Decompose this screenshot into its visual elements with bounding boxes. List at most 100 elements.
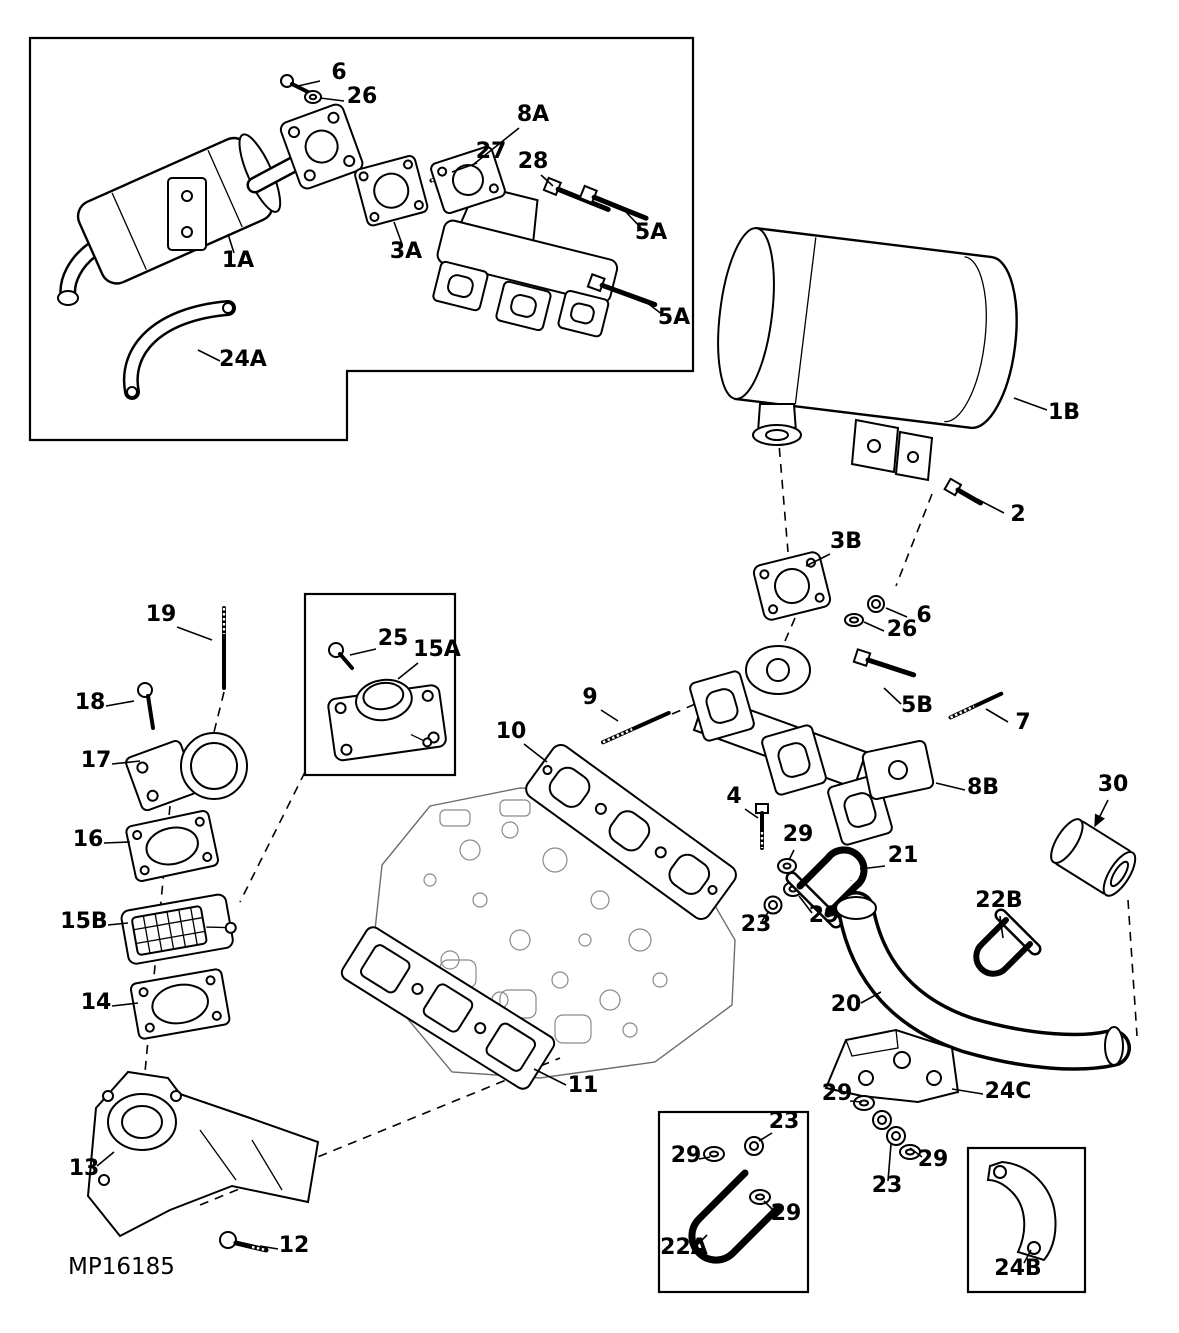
leader-line-22b-33 <box>999 915 1004 939</box>
leader-line-25-16 <box>349 648 377 656</box>
muffler-1a <box>57 103 364 306</box>
nut-23-c <box>886 1126 906 1146</box>
leader-line-6-13 <box>885 607 908 618</box>
leader-line-24b-46 <box>1023 1249 1032 1264</box>
elbow-17 <box>125 732 248 812</box>
leader-line-9-18 <box>600 709 619 722</box>
part-label-11-36: 11 <box>568 1073 599 1098</box>
washer-29-a <box>777 858 797 874</box>
leader-line-26-14 <box>863 621 885 632</box>
inset-box-bracket-24b <box>966 1146 1087 1294</box>
bolt-6-top <box>280 74 310 94</box>
intake-manifold-13 <box>86 1070 320 1238</box>
washer-29-f <box>749 1189 771 1205</box>
part-label-14-34: 14 <box>81 990 112 1015</box>
part-label-3b-12: 3B <box>830 529 862 554</box>
leader-line-21-28 <box>859 865 886 870</box>
leader-line-3a-7 <box>393 221 403 245</box>
part-label-5b-19: 5B <box>901 693 933 718</box>
muffler-1b <box>717 226 1018 482</box>
leader-line-24a-8 <box>197 349 221 362</box>
leader-line-1a-6 <box>227 233 235 254</box>
stud-9 <box>601 710 671 745</box>
leader-line-18-21 <box>105 700 135 707</box>
part-label-2-11: 2 <box>1010 502 1025 527</box>
part-label-26-14: 26 <box>887 617 918 642</box>
part-label-6-13: 6 <box>916 603 931 628</box>
bolt-12 <box>219 1231 269 1253</box>
leader-line-8b-24 <box>935 782 966 791</box>
part-label-23-31: 23 <box>741 912 772 937</box>
part-label-23-42: 23 <box>769 1109 800 1134</box>
inset-box-ubolt-22a <box>657 1110 810 1294</box>
part-label-23-41: 23 <box>872 1173 903 1198</box>
part-label-1b-10: 1B <box>1048 400 1080 425</box>
leader-line-3b-12 <box>805 553 831 567</box>
part-label-22b-33: 22B <box>975 888 1022 913</box>
part-label-24c-39: 24C <box>985 1079 1032 1104</box>
part-label-5a-9: 5A <box>658 305 690 330</box>
leader-line-15b-30 <box>107 922 129 926</box>
part-label-22a-45: 22A <box>660 1235 708 1260</box>
intake-gasket-11 <box>340 926 556 1090</box>
part-label-21-28: 21 <box>888 843 919 868</box>
part-label-29-44: 29 <box>771 1201 802 1226</box>
part-label-29-38: 29 <box>822 1081 853 1106</box>
leader-line-28-4 <box>540 174 554 187</box>
part-label-20-35: 20 <box>831 992 862 1017</box>
part-label-18-21: 18 <box>75 690 106 715</box>
leader-line-29-43 <box>698 1156 711 1160</box>
part-label-10-23: 10 <box>496 719 527 744</box>
part-label-26-1: 26 <box>347 84 378 109</box>
inset-box-muffler-1a <box>28 36 695 442</box>
leader-line-4-26 <box>744 808 759 819</box>
ubolt-22a <box>688 1169 783 1264</box>
part-label-8b-24: 8B <box>967 775 999 800</box>
leader-line-23-41 <box>887 1143 892 1182</box>
inset-box-cover-15a <box>303 592 457 777</box>
part-label-27-3: 27 <box>476 139 507 164</box>
part-label-24b-46: 24B <box>994 1256 1041 1281</box>
part-label-1a-6: 1A <box>222 248 254 273</box>
leader-line-30-29 <box>1094 799 1109 828</box>
leader-line-10-23 <box>523 743 548 763</box>
leader-line-1b-10 <box>1013 397 1048 411</box>
bolt-5a-upper <box>578 184 649 221</box>
part-label-19-15: 19 <box>146 602 177 627</box>
gasket-3b <box>752 551 832 621</box>
leader-line-23-42 <box>758 1132 773 1142</box>
leader-line-20-35 <box>860 991 882 1004</box>
leader-line-24c-39 <box>951 1088 984 1095</box>
gasket-16 <box>125 809 219 882</box>
strap-24a <box>122 300 236 400</box>
leader-line-29-38 <box>849 1100 863 1103</box>
exhaust-gasket-10 <box>525 744 737 920</box>
bolt-2 <box>943 477 984 506</box>
figure-id: MP16185 <box>68 1254 175 1280</box>
part-label-13-37: 13 <box>69 1156 100 1181</box>
nut-23-d <box>744 1136 764 1156</box>
nut-6-right <box>867 595 885 613</box>
leader-line-5a-5 <box>623 209 644 231</box>
bolt-4 <box>755 803 769 850</box>
part-label-5a-5: 5A <box>635 220 667 245</box>
part-label-29-40: 29 <box>918 1147 949 1172</box>
bolt-5b <box>852 648 917 678</box>
leader-line-8a-2 <box>473 127 520 165</box>
leader-line-22a-45 <box>695 1234 708 1247</box>
bolt-25 <box>328 642 354 670</box>
part-label-24a-8: 24A <box>219 347 267 372</box>
cover-15a <box>327 678 447 762</box>
leader-line-19-15 <box>176 626 213 641</box>
pipe-adapter-30 <box>1050 818 1137 897</box>
bolt-18 <box>137 682 155 730</box>
heater-element-15b <box>120 893 237 965</box>
part-label-29-27: 29 <box>783 822 814 847</box>
leader-line-29-44 <box>763 1200 776 1213</box>
nut-23-a <box>763 895 783 915</box>
part-label-29-43: 29 <box>671 1143 702 1168</box>
part-label-4-26: 4 <box>726 784 741 809</box>
leader-line-6-0 <box>297 80 321 87</box>
